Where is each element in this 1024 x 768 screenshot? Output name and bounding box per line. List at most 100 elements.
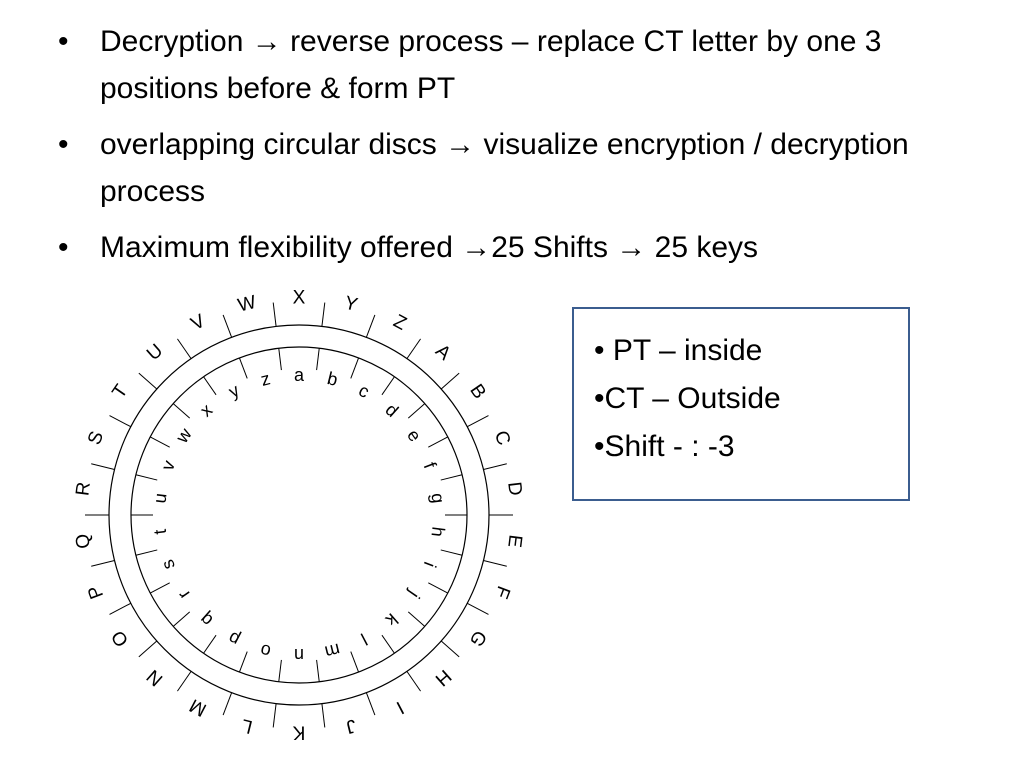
outer-tick [222,692,233,716]
inner-letter: h [427,526,448,538]
outer-letter: E [503,534,525,549]
outer-tick [138,640,158,658]
bullet-dot: • [58,231,69,264]
inner-letter: r [174,586,194,602]
inner-tick [203,376,217,396]
inner-disc-circle [130,346,468,684]
outer-tick [321,302,326,327]
inner-letter: b [325,368,340,390]
inner-tick [238,357,248,379]
inner-tick [238,651,248,673]
inner-letter: f [420,459,441,472]
inner-letter: j [405,586,424,601]
outer-tick [109,602,131,615]
inner-letter: y [225,380,242,402]
inner-tick [440,474,463,481]
inner-tick [381,634,395,654]
outer-tick [483,559,507,567]
inner-letter: d [381,399,402,421]
outer-letter: D [503,481,526,497]
outer-letter: X [293,288,306,309]
inner-letter: i [420,559,440,570]
legend-pt-inside: • PT – inside [594,334,763,367]
inner-tick [350,651,360,673]
inner-tick [203,634,217,654]
outer-letter: I [393,697,407,718]
inner-letter: o [258,640,273,662]
outer-letter: Z [390,311,410,335]
outer-letter: O [108,626,134,650]
outer-letter: S [84,428,108,447]
outer-letter: C [490,428,515,448]
legend-box: • PT – inside •CT – Outside •Shift - : -… [572,307,910,501]
outer-tick [138,372,158,390]
inner-letter: p [225,628,243,650]
inner-tick [381,376,395,396]
outer-letter: J [344,714,358,737]
outer-tick [177,671,192,692]
outer-letter: W [236,292,259,317]
outer-letter: H [431,665,455,690]
legend-ct-outside: •CT – Outside [594,382,781,415]
inner-tick [350,357,360,379]
outer-tick [109,415,131,428]
inner-tick [135,474,158,481]
inner-letter: x [196,400,216,421]
inner-tick [428,582,448,594]
outer-letter: Y [342,293,360,317]
inner-letter: v [157,458,179,474]
inner-tick [150,436,170,448]
inner-tick [407,611,426,627]
inner-letter: g [427,492,448,504]
outer-letter: R [72,481,95,497]
inner-tick [278,659,282,682]
outer-tick [365,692,376,716]
outer-tick [440,640,460,658]
inner-letter: e [403,426,425,446]
bullet-text: Decryption → reverse process – replace C… [100,25,882,105]
outer-letter: N [143,665,167,690]
inner-tick [316,659,320,682]
inner-tick [440,549,463,556]
inner-tick [172,403,191,419]
inner-letter: m [323,639,342,662]
outer-tick [365,314,376,338]
bullet-dot: • [58,128,69,161]
inner-letter: z [259,368,273,390]
outer-tick [440,372,460,390]
outer-letter: M [186,694,210,720]
outer-tick [467,415,489,428]
inner-letter: l [358,629,371,649]
outer-letter: G [465,626,491,650]
bullet-text: overlapping circular discs → visualize e… [100,128,909,208]
inner-letter: u [149,492,170,504]
outer-letter: A [431,341,455,365]
outer-tick [467,602,489,615]
inner-letter: a [294,365,305,385]
legend-shift: •Shift - : -3 [594,430,735,463]
bullet-list: • Decryption → reverse process – replace… [58,18,958,280]
outer-tick [222,314,233,338]
inner-letter: n [294,645,304,665]
inner-tick [135,549,158,556]
outer-tick [406,338,421,359]
outer-tick [91,559,115,567]
outer-letter: B [465,381,489,403]
outer-tick [91,463,115,471]
bullet-text: Maximum flexibility offered →25 Shifts →… [100,231,759,264]
outer-tick [272,703,277,728]
outer-letter: L [239,714,254,737]
bullet-item-discs: • overlapping circular discs → visualize… [58,121,958,215]
outer-letter: P [84,582,108,601]
outer-tick [406,671,421,692]
bullet-item-decryption: • Decryption → reverse process – replace… [58,18,958,112]
inner-tick [150,582,170,594]
outer-tick [321,703,326,728]
outer-tick [177,338,192,359]
inner-tick [172,611,191,627]
outer-letter: Q [72,533,95,550]
inner-letter: c [355,380,372,402]
